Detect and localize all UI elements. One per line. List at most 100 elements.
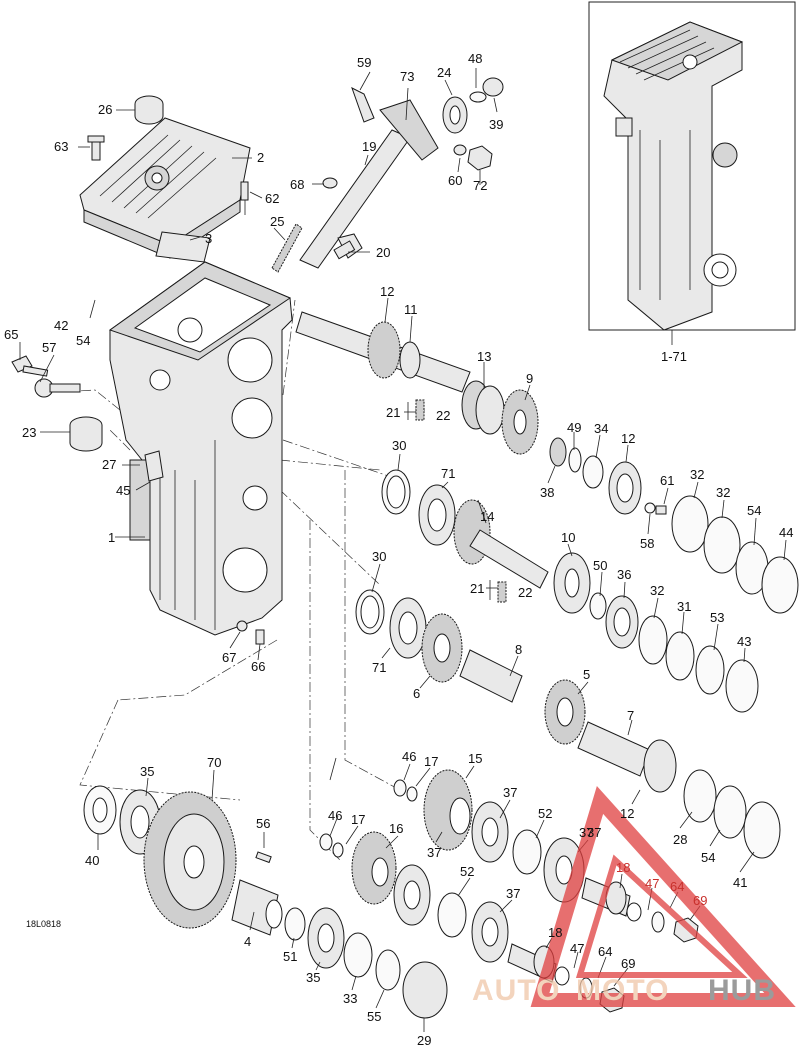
label-59: 59: [357, 55, 371, 70]
label-26: 26: [98, 102, 112, 117]
label-37b: 37: [427, 845, 441, 860]
label-14: 14: [480, 509, 494, 524]
label-9: 9: [526, 371, 533, 386]
label-12b: 12: [621, 431, 635, 446]
label-1: 1: [108, 530, 115, 545]
label-5: 5: [583, 667, 590, 682]
label-46b: 46: [328, 808, 342, 823]
shift-shaft-group: [271, 77, 504, 273]
label-47a: 47: [645, 876, 659, 891]
label-70: 70: [207, 755, 221, 770]
label-19: 19: [362, 139, 376, 154]
label-71a: 71: [441, 466, 455, 481]
label-46a: 46: [402, 749, 416, 764]
label-55: 55: [367, 1009, 381, 1024]
label-44: 44: [779, 525, 793, 540]
label-32c: 32: [650, 583, 664, 598]
label-13: 13: [477, 349, 491, 364]
label-64a: 64: [670, 879, 684, 894]
label-52b: 52: [460, 864, 474, 879]
label-69b: 69: [621, 956, 635, 971]
label-37d: 37: [506, 886, 520, 901]
watermark-text-auto: AUTO: [472, 974, 560, 1007]
label-53: 53: [710, 610, 724, 625]
label-35a: 35: [140, 764, 154, 779]
label-27: 27: [102, 457, 116, 472]
label-68: 68: [290, 177, 304, 192]
label-35b: 35: [306, 970, 320, 985]
label-21b: 21: [470, 581, 484, 596]
label-33: 33: [343, 991, 357, 1006]
watermark-logo: AUTO MOTO HUB: [472, 786, 796, 1007]
label-18b: 18: [548, 925, 562, 940]
label-57: 57: [42, 340, 56, 355]
label-56: 56: [256, 816, 270, 831]
label-37a: 37: [503, 785, 517, 800]
watermark-text-moto: MOTO: [576, 974, 669, 1007]
label-52a: 52: [538, 806, 552, 821]
label-4: 4: [244, 934, 251, 949]
label-41: 41: [733, 875, 747, 890]
label-60: 60: [448, 173, 462, 188]
label-6: 6: [413, 686, 420, 701]
label-20: 20: [376, 245, 390, 260]
label-28: 28: [673, 832, 687, 847]
label-12c: 12: [620, 806, 634, 821]
label-31: 31: [677, 599, 691, 614]
label-30b: 30: [372, 549, 386, 564]
label-8: 8: [515, 642, 522, 657]
label-54a: 54: [76, 333, 90, 348]
label-2: 2: [257, 150, 264, 165]
label-67: 67: [222, 650, 236, 665]
top-cover-group: [79, 95, 251, 263]
label-29: 29: [417, 1033, 431, 1048]
lower-mid-shaft-group: [355, 589, 677, 793]
assembly-guide-lines: [59, 299, 401, 861]
label-25: 25: [270, 214, 284, 229]
label-11: 11: [404, 302, 418, 317]
label-64b: 64: [598, 944, 612, 959]
mid-shaft-group: [381, 469, 799, 713]
label-48: 48: [468, 51, 482, 66]
watermark-text-hub: HUB: [708, 974, 776, 1007]
label-10: 10: [561, 530, 575, 545]
label-1-71: 1-71: [661, 349, 687, 364]
label-65: 65: [4, 327, 18, 342]
label-32a: 32: [690, 467, 704, 482]
label-16: 16: [389, 821, 403, 836]
bottom-left-group: [83, 785, 448, 1019]
label-21a: 21: [386, 405, 400, 420]
drawing-reference: 18L0818: [26, 919, 61, 929]
label-37c: 37: [579, 825, 593, 840]
label-30a: 30: [392, 438, 406, 453]
label-39: 39: [489, 117, 503, 132]
label-62: 62: [265, 191, 279, 206]
label-63: 63: [54, 139, 68, 154]
leader-lines: [19, 68, 787, 1032]
label-72: 72: [473, 178, 487, 193]
label-12a: 12: [380, 284, 394, 299]
label-17a: 17: [424, 754, 438, 769]
label-69a: 69: [693, 893, 707, 908]
label-47b: 47: [570, 941, 584, 956]
label-49: 49: [567, 420, 581, 435]
label-3: 3: [205, 231, 212, 246]
label-34: 34: [594, 421, 608, 436]
label-22a: 22: [436, 408, 450, 423]
part-labels: 18L0818 1 2 3 4 5 6 7 8 9 10 11 12 12 12…: [4, 51, 793, 1048]
label-50: 50: [593, 558, 607, 573]
label-7: 7: [627, 708, 634, 723]
label-58: 58: [640, 536, 654, 551]
label-37e: 37: [587, 825, 601, 840]
label-45: 45: [116, 483, 130, 498]
label-66: 66: [251, 659, 265, 674]
label-54b: 54: [747, 503, 761, 518]
label-43: 43: [737, 634, 751, 649]
upper-shaft-group: [295, 311, 667, 515]
lower-shafts-group: [319, 769, 781, 1013]
main-housing: [11, 261, 293, 645]
label-40: 40: [85, 853, 99, 868]
label-36: 36: [617, 567, 631, 582]
label-17b: 17: [351, 812, 365, 827]
